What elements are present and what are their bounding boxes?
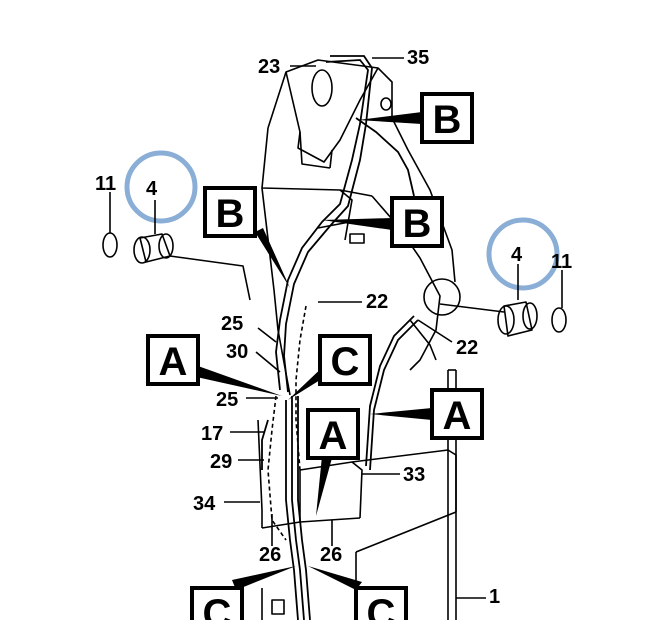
callout-25-bottom: 25 <box>216 389 238 411</box>
svg-text:C: C <box>203 592 232 620</box>
callout-33: 33 <box>403 464 425 486</box>
callout-34: 34 <box>193 493 216 515</box>
callout-4-right: 4 <box>511 244 523 266</box>
marker-b-right: B <box>390 196 444 248</box>
callout-1: 1 <box>489 586 500 608</box>
highlight-circle-left <box>124 150 198 224</box>
marker-a-right: A <box>430 388 484 440</box>
marker-a-center: A <box>306 408 360 460</box>
marker-c-upper: C <box>318 334 372 386</box>
marker-b-top: B <box>420 92 474 144</box>
marker-a-left: A <box>146 334 200 386</box>
callout-23: 23 <box>258 56 280 78</box>
hose-lines <box>261 55 419 620</box>
seal-ring-right <box>551 307 567 333</box>
callout-11-left: 11 <box>95 173 116 195</box>
callout-22-right: 22 <box>456 337 478 359</box>
callout-26-right: 26 <box>320 544 342 566</box>
svg-text:B: B <box>433 98 462 142</box>
seal-ring-left <box>102 232 118 258</box>
marker-c-bottom-left: C <box>190 586 244 620</box>
callout-29: 29 <box>210 451 232 473</box>
leader-lines <box>109 57 563 599</box>
svg-text:B: B <box>216 192 245 236</box>
callout-25-top: 25 <box>221 313 243 335</box>
svg-text:C: C <box>331 340 360 384</box>
svg-text:A: A <box>319 414 348 458</box>
highlight-circle-right <box>486 217 560 291</box>
part-callouts: 11 4 23 35 4 11 22 22 25 30 25 17 29 33 … <box>95 47 572 608</box>
svg-text:B: B <box>403 202 432 246</box>
bushing-right <box>497 301 538 337</box>
boom-structure <box>169 59 461 620</box>
svg-text:C: C <box>367 592 396 620</box>
svg-text:A: A <box>443 394 472 438</box>
bushing-left <box>133 233 174 264</box>
marker-b-left: B <box>203 186 257 238</box>
callout-22-top: 22 <box>366 291 388 313</box>
callout-4-left: 4 <box>146 178 158 200</box>
callout-11-right: 11 <box>551 251 572 273</box>
svg-text:A: A <box>159 340 188 384</box>
callout-26-left: 26 <box>259 544 281 566</box>
callout-17: 17 <box>201 423 223 445</box>
marker-c-bottom-right: C <box>354 586 408 620</box>
callout-30: 30 <box>226 341 248 363</box>
callout-35: 35 <box>407 47 429 69</box>
